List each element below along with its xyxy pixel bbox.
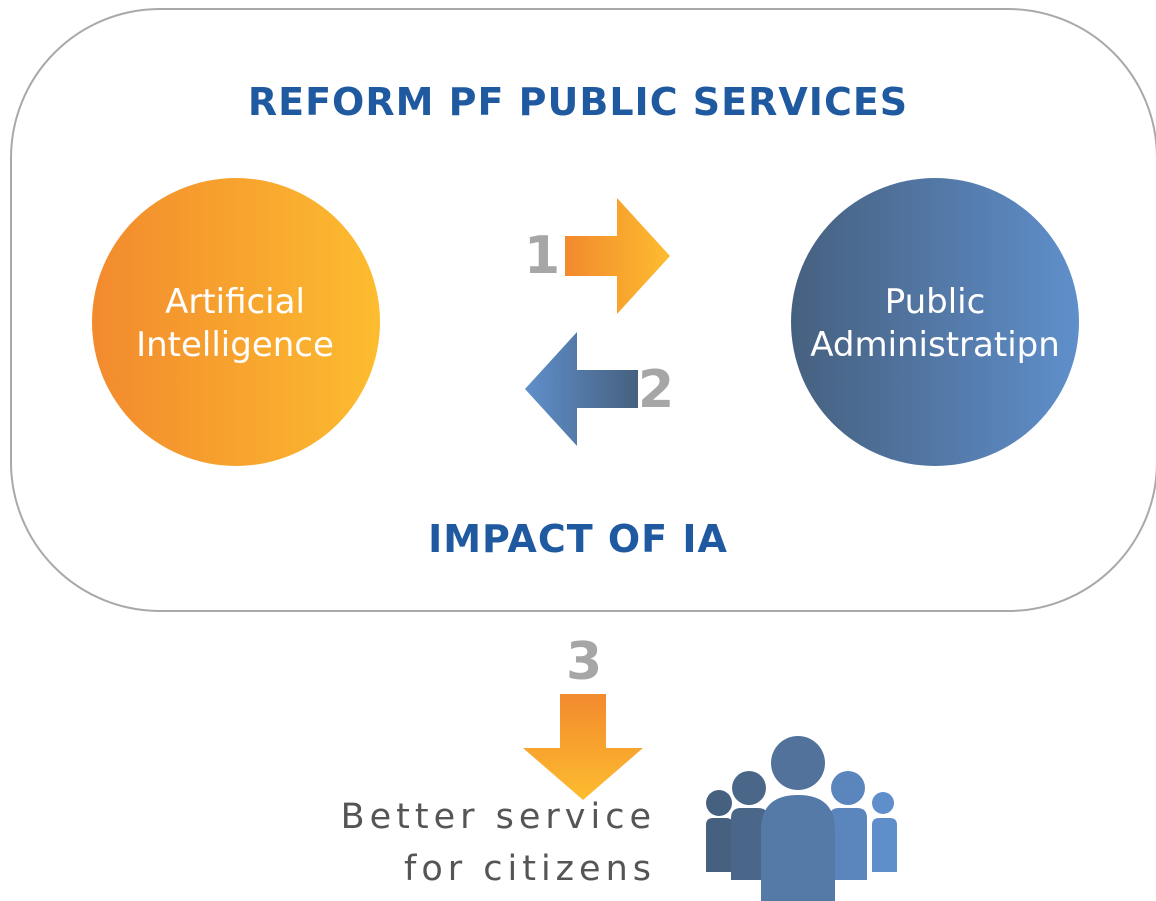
step-2-number: 2	[638, 360, 675, 420]
arrow-left-icon	[525, 332, 638, 446]
outcome-line1: Better service	[340, 797, 656, 837]
ai-node-label: Artificial Intelligence	[90, 281, 380, 367]
pa-node-label-line2: Administratipn	[810, 325, 1060, 365]
ai-node-label-line2: Intelligence	[136, 325, 334, 365]
pa-node-label: Public Administratipn	[790, 281, 1080, 367]
pa-node-circle	[791, 178, 1079, 466]
step-1-number: 1	[524, 226, 561, 286]
ai-node-circle	[92, 178, 380, 466]
pa-node-label-line1: Public	[884, 282, 986, 322]
diagram-subtitle: IMPACT OF IA	[428, 517, 728, 561]
diagram-title: REFORM PF PUBLIC SERVICES	[247, 80, 909, 124]
arrow-down-icon	[523, 694, 643, 800]
arrow-right-icon	[565, 198, 670, 314]
diagram-frame	[10, 8, 1156, 612]
ai-node-label-line1: Artificial	[165, 282, 305, 322]
citizens-group-icon	[706, 736, 897, 901]
outcome-line2: for citizens	[404, 849, 656, 889]
step-3-number: 3	[566, 632, 603, 692]
